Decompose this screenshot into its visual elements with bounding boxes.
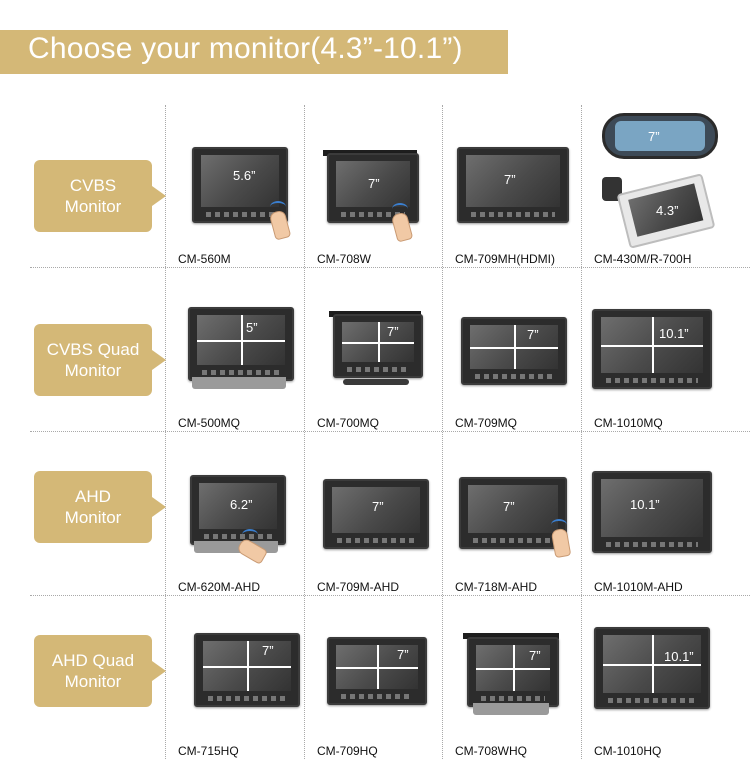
touch-hand-icon bbox=[242, 529, 258, 541]
product-card[interactable]: 5” CM-500MQ bbox=[166, 269, 304, 432]
category-label: AHD Quad Monitor bbox=[51, 651, 135, 691]
monitor-image bbox=[327, 637, 427, 705]
model-label: CM-1010M-AHD bbox=[594, 580, 683, 594]
category-label: CVBS Quad Monitor bbox=[46, 340, 140, 380]
model-label: CM-708W bbox=[317, 252, 372, 266]
screen-size: 7” bbox=[527, 327, 539, 342]
grid-divider bbox=[304, 105, 306, 759]
product-card[interactable]: 7” CM-709MH(HDMI) bbox=[443, 105, 581, 268]
model-label: CM-560M bbox=[178, 252, 231, 266]
screen-size: 7” bbox=[368, 176, 380, 191]
screen-size: 7” bbox=[529, 648, 541, 663]
model-label: CM-709HQ bbox=[317, 744, 378, 758]
grid-divider bbox=[442, 105, 444, 759]
model-label: CM-715HQ bbox=[178, 744, 239, 758]
grid-divider bbox=[30, 431, 750, 433]
header-banner: Choose your monitor(4.3”-10.1”) bbox=[0, 30, 508, 74]
screen-size: 7” bbox=[262, 643, 274, 658]
category-label: CVBS Monitor bbox=[64, 176, 122, 216]
product-card[interactable]: 10.1” CM-1010MQ bbox=[582, 269, 720, 432]
monitor-image bbox=[323, 479, 429, 549]
monitor-image bbox=[459, 477, 567, 549]
screen-size: 10.1” bbox=[630, 497, 660, 512]
product-card[interactable]: 6.2” CM-620M-AHD bbox=[166, 433, 304, 596]
category-cvbs-monitor[interactable]: CVBS Monitor bbox=[34, 160, 166, 232]
product-card[interactable]: 7” CM-709MQ bbox=[443, 269, 581, 432]
model-label: CM-718M-AHD bbox=[455, 580, 538, 594]
product-card[interactable]: 5.6” CM-560M bbox=[166, 105, 304, 268]
monitor-image bbox=[190, 475, 286, 545]
screen-size: 7” bbox=[397, 647, 409, 662]
page-title: Choose your monitor(4.3”-10.1”) bbox=[28, 32, 463, 65]
grid-divider bbox=[165, 105, 167, 759]
category-cvbs-quad-monitor[interactable]: CVBS Quad Monitor bbox=[34, 324, 166, 396]
product-card[interactable]: 7” CM-715HQ bbox=[166, 597, 304, 760]
model-label: CM-1010HQ bbox=[594, 744, 662, 758]
category-ahd-monitor[interactable]: AHD Monitor bbox=[34, 471, 166, 543]
monitor-image bbox=[333, 314, 423, 378]
model-label: CM-1010MQ bbox=[594, 416, 663, 430]
screen-size: 7” bbox=[503, 499, 515, 514]
screen-size: 6.2” bbox=[230, 497, 253, 512]
touch-hand-icon bbox=[392, 203, 408, 215]
grid-divider bbox=[30, 267, 750, 269]
model-label: CM-430M/R-700H bbox=[594, 252, 692, 266]
screen-size: 7” bbox=[372, 499, 384, 514]
model-label: CM-709M-AHD bbox=[317, 580, 400, 594]
touch-hand-icon bbox=[550, 527, 572, 559]
product-card[interactable]: 7” CM-709M-AHD bbox=[305, 433, 443, 596]
screen-size: 5.6” bbox=[233, 168, 256, 183]
screen-size: 7” bbox=[504, 172, 516, 187]
product-card[interactable]: 7” CM-709HQ bbox=[305, 597, 443, 760]
monitor-grid: CVBS Monitor 5.6” CM-560M 7” CM-708W 7” … bbox=[0, 105, 750, 759]
monitor-image bbox=[188, 307, 294, 381]
screen-size: 5” bbox=[246, 320, 258, 335]
screen-size: 10.1” bbox=[659, 326, 689, 341]
product-card[interactable]: 7” CM-700MQ bbox=[305, 269, 443, 432]
touch-hand-icon bbox=[270, 201, 286, 213]
monitor-image bbox=[592, 471, 712, 553]
monitor-image bbox=[467, 637, 559, 707]
category-ahd-quad-monitor[interactable]: AHD Quad Monitor bbox=[34, 635, 166, 707]
product-card[interactable]: 10.1” CM-1010M-AHD bbox=[582, 433, 720, 596]
monitor-image bbox=[461, 317, 567, 385]
screen-size: 10.1” bbox=[664, 649, 694, 664]
monitor-image bbox=[592, 309, 712, 389]
product-card[interactable]: 7” CM-708WHQ bbox=[443, 597, 581, 760]
touch-hand-icon bbox=[551, 519, 567, 531]
model-label: CM-709MH(HDMI) bbox=[455, 252, 555, 266]
product-card[interactable]: 7” CM-708W bbox=[305, 105, 443, 268]
model-label: CM-709MQ bbox=[455, 416, 518, 430]
mirror-monitor-image bbox=[602, 113, 718, 159]
model-label: CM-500MQ bbox=[178, 416, 241, 430]
model-label: CM-708WHQ bbox=[455, 744, 528, 758]
product-card[interactable]: 7” CM-718M-AHD bbox=[443, 433, 581, 596]
product-card[interactable]: 7” 4.3” CM-430M/R-700H bbox=[582, 105, 720, 268]
model-label: CM-620M-AHD bbox=[178, 580, 261, 594]
monitor-image bbox=[194, 633, 300, 707]
monitor-image bbox=[594, 627, 710, 709]
product-card[interactable]: 10.1” CM-1010HQ bbox=[582, 597, 720, 760]
grid-divider bbox=[30, 595, 750, 597]
grid-divider bbox=[581, 105, 583, 759]
category-label: AHD Monitor bbox=[64, 487, 122, 527]
model-label: CM-700MQ bbox=[317, 416, 380, 430]
screen-size: 7” bbox=[387, 324, 399, 339]
screen-size: 4.3” bbox=[656, 203, 679, 218]
monitor-image bbox=[457, 147, 569, 223]
screen-size: 7” bbox=[648, 129, 660, 144]
